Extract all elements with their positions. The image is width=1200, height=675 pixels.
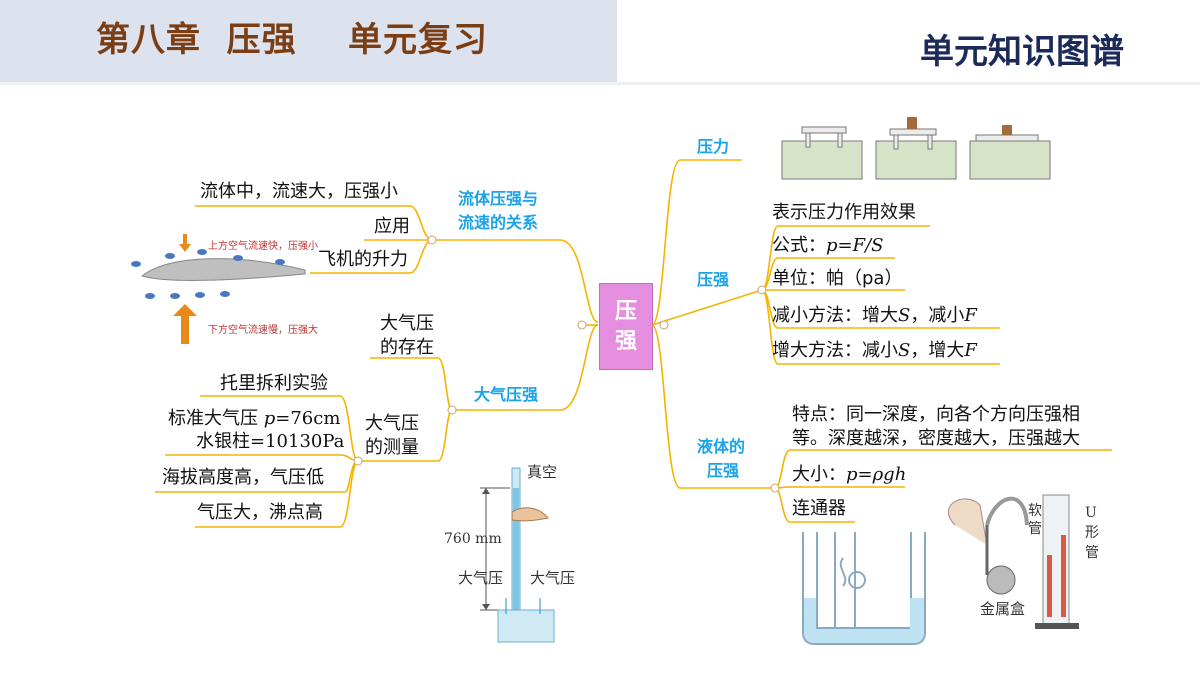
- pressure-unit: 单位：帕（pa）: [772, 268, 903, 289]
- fluid-item-apply: 应用: [374, 216, 410, 237]
- atm-measure-2: 的测量: [365, 437, 419, 458]
- gauge-u-3: 管: [1085, 545, 1099, 561]
- liquid-size: 大小：p=ρgh: [792, 464, 907, 485]
- fluid-title-1: 流体压强与: [458, 189, 539, 208]
- force-illustration: [781, 117, 1051, 180]
- center-line1: 压: [614, 298, 637, 324]
- fluid-item-lift: 飞机的升力: [318, 249, 408, 270]
- gauge-u-1: U: [1085, 505, 1097, 521]
- header-divider: [0, 82, 1200, 85]
- liquid-title-1: 液体的: [697, 437, 746, 456]
- force-title: 压力: [697, 137, 730, 156]
- tube-height: 760 mm: [444, 531, 502, 547]
- chapter-title: 第八章 压强 单元复习: [96, 20, 489, 60]
- gauge-u-2: 形: [1085, 525, 1099, 541]
- pressure-title: 压强: [697, 270, 730, 289]
- tube-atm-left: 大气压: [458, 569, 504, 587]
- connector-illustration: [802, 532, 926, 645]
- liquid-title-2: 压强: [707, 461, 740, 480]
- liquid-connector: 连通器: [792, 498, 846, 519]
- torricelli-illustration: [480, 467, 555, 643]
- atm-boiling: 气压大，沸点高: [197, 502, 323, 523]
- pressure-formula: 公式：p=F/S: [772, 235, 884, 256]
- wing-note-bottom: 下方空气流速慢，压强大: [208, 325, 318, 336]
- liquid-feature-1: 特点：同一深度，向各个方向压强相: [792, 404, 1080, 425]
- section-title: 单元知识图谱: [920, 32, 1124, 72]
- center-node-pressure: 压 强: [599, 283, 653, 370]
- wing-note-top: 上方空气流速快，压强小: [208, 241, 318, 252]
- fluid-title-2: 流速的关系: [458, 213, 539, 232]
- liquid-feature-2: 等。深度越深，密度越大，压强越大: [792, 428, 1080, 449]
- atm-standard-line2: 水银柱=10130Pa: [196, 431, 345, 452]
- pressure-increase: 增大方法：减小S，增大F: [772, 340, 977, 361]
- atm-title: 大气压强: [474, 385, 539, 404]
- atm-measure-1: 大气压: [365, 413, 419, 434]
- tube-atm-right: 大气压: [530, 569, 576, 587]
- atm-exist-2: 的存在: [380, 337, 434, 358]
- pressure-meaning: 表示压力作用效果: [772, 202, 916, 223]
- atm-exist-1: 大气压: [380, 313, 434, 334]
- center-line2: 强: [614, 328, 637, 354]
- atm-standard-line1: 标准大气压 p=76cm: [168, 408, 341, 429]
- fluid-item-flow: 流体中，流速大，压强小: [200, 181, 398, 202]
- pressure-reduce: 减小方法：增大S，减小F: [772, 305, 977, 326]
- gauge-box: 金属盒: [980, 600, 1026, 618]
- gauge-hose-1: 软: [1028, 503, 1042, 519]
- atm-altitude: 海拔高度高，气压低: [162, 467, 324, 488]
- header-left-band: [0, 0, 617, 82]
- manometer-illustration: [947, 494, 1079, 629]
- tube-vacuum: 真空: [527, 463, 558, 481]
- wing-illustration: [131, 234, 306, 344]
- gauge-hose-2: 管: [1028, 521, 1042, 537]
- atm-torricelli: 托里拆利实验: [220, 373, 328, 394]
